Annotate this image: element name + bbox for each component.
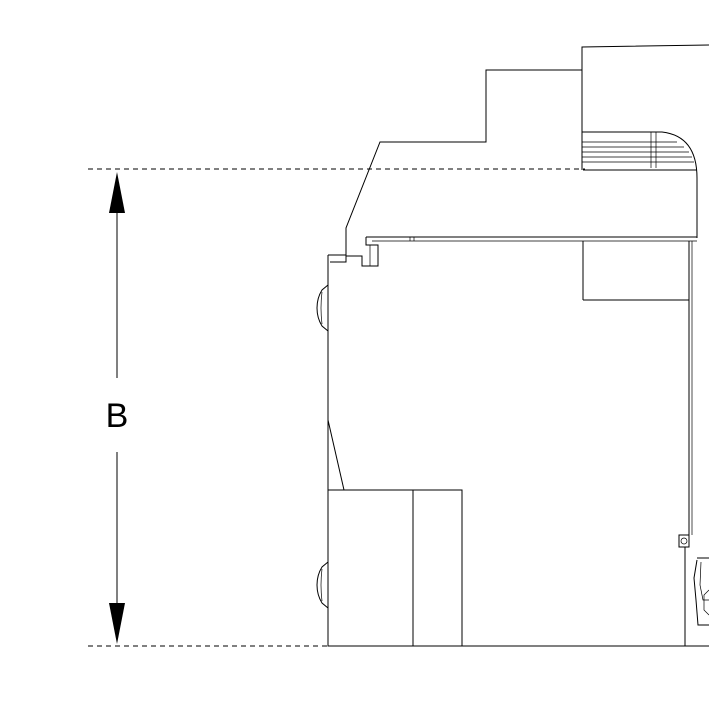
arrow-head-bottom: [109, 603, 125, 644]
right-bottom-mechanism: [678, 534, 709, 646]
dimension-arrow: [109, 172, 125, 644]
upper-housing: [330, 44, 709, 263]
lower-module: [327, 489, 463, 647]
arrow-head-top: [109, 172, 125, 213]
latch-bracket: [346, 237, 379, 267]
lower-side-knob: [316, 561, 329, 609]
main-body: [327, 241, 709, 647]
upper-side-knob: [316, 284, 329, 332]
dimension-label: B: [106, 397, 129, 435]
